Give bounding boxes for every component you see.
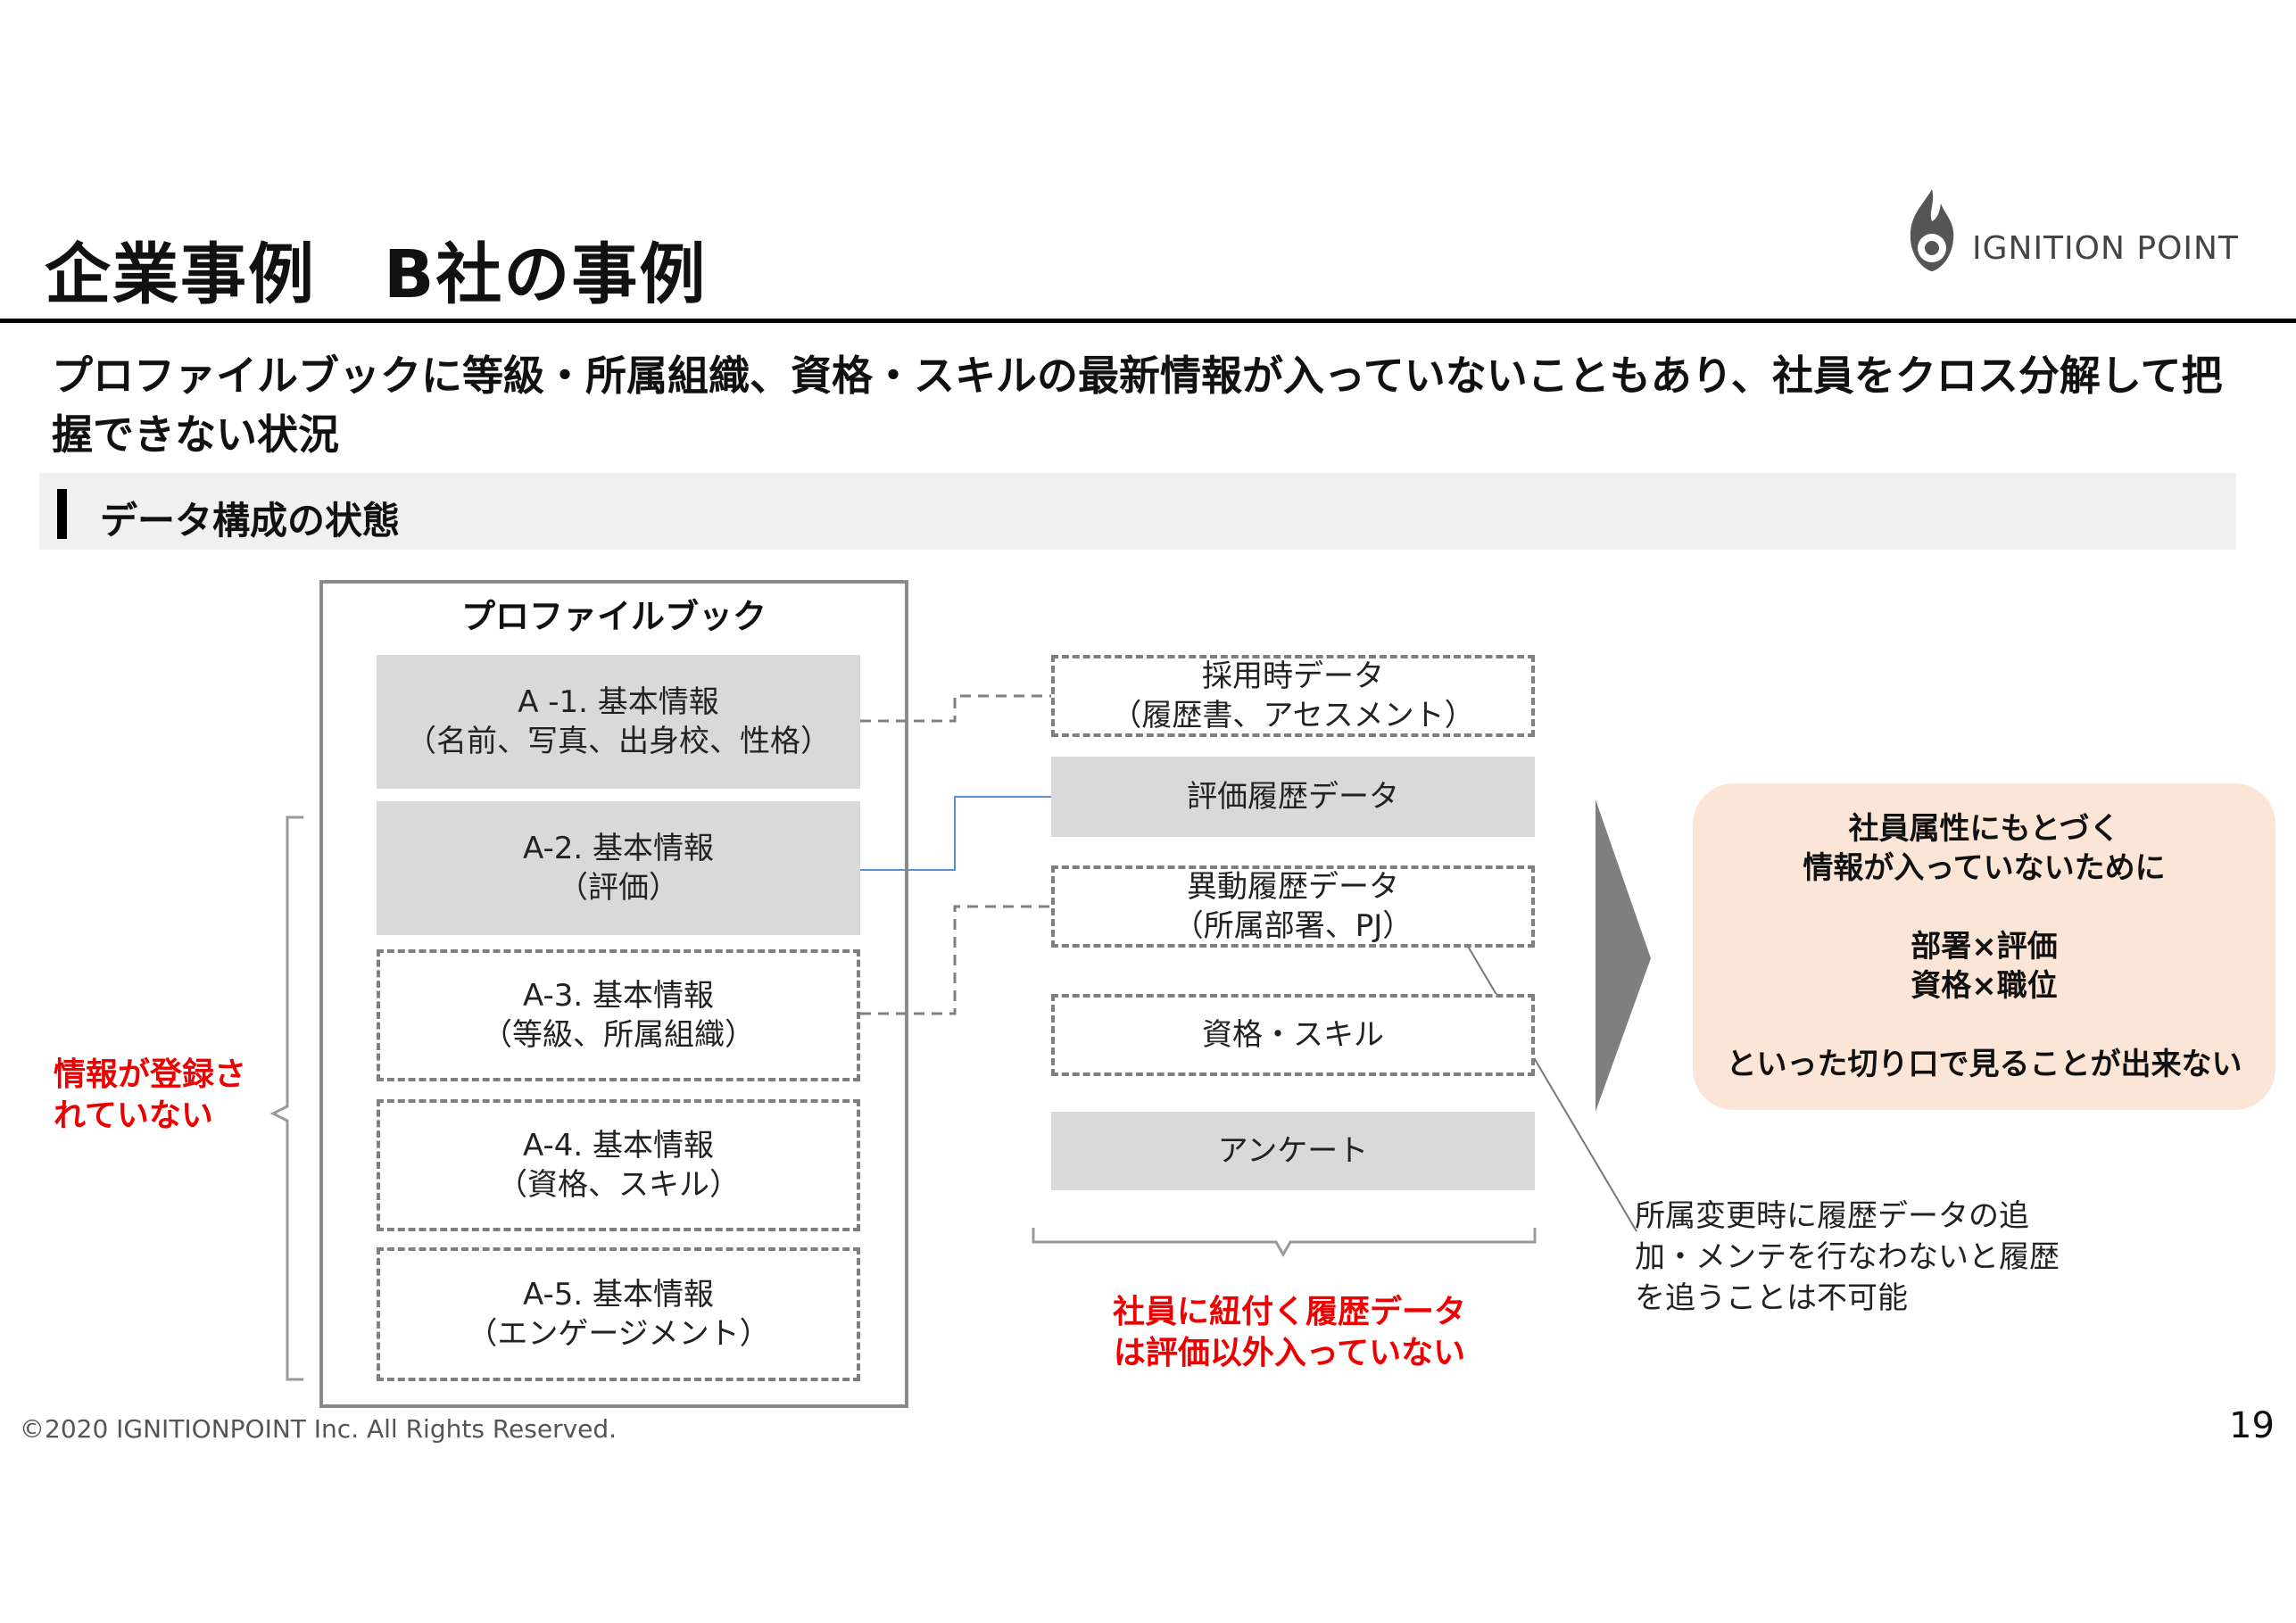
profile-item-detail: （資格、スキル） [497,1167,740,1203]
section-header [39,473,2236,550]
data-source-transfer: 異動履歴データ （所属部署、PJ） [1051,865,1535,948]
note-line: を追うことは不可能 [1635,1280,1908,1316]
data-source-label: 評価履歴データ [1187,779,1399,815]
brand-logo [1905,186,2235,284]
section-label: データ構成の状態 [100,499,401,542]
page-number: 19 [2229,1405,2275,1446]
copyright: ©2020 IGNITIONPOINT Inc. All Rights Rese… [20,1414,618,1444]
logo-text: IGNITION POINT [1972,230,2239,267]
arrow-right-icon [1596,799,1651,1112]
data-source-evaluation: 評価履歴データ [1051,757,1535,837]
conclusion-line: 部署×評価 [1911,929,2058,965]
profile-item-heading: A-5. 基本情報 [522,1277,715,1312]
note-line: 社員に紐付く履歴データ [1112,1294,1466,1330]
conclusion-line: 社員属性にもとづく [1848,811,2120,847]
data-source-qualification: 資格・スキル [1051,994,1535,1076]
section-marker [57,489,67,539]
conclusion-line: 資格×職位 [1911,968,2058,1004]
profile-book-title: プロファイルブック [460,597,767,636]
connector-a1-hiring [860,694,1051,723]
data-source-survey: アンケート [1051,1112,1535,1190]
note-line: れていない [54,1097,213,1134]
data-source-label: 資格・スキル [1202,1017,1384,1053]
profile-item-detail: （エンゲージメント） [467,1316,770,1352]
page-title: 企業事例 B社の事例 [45,236,708,313]
header-divider [0,319,2296,323]
data-source-hiring: 採用時データ （履歴書、アセスメント） [1051,655,1535,737]
profile-item-heading: A-4. 基本情報 [522,1128,715,1163]
profile-item-a1: A -1. 基本情報 （名前、写真、出身校、性格） [377,655,860,789]
profile-item-heading: A-2. 基本情報 [522,831,715,866]
data-source-label: 異動履歴データ [1187,869,1399,905]
callout-line [1457,929,1637,1232]
profile-item-detail: （評価） [558,870,679,906]
profile-item-a5: A-5. 基本情報 （エンゲージメント） [377,1247,860,1381]
transfer-history-note: 所属変更時に履歴データの追 加・メンテを行なわないと履歴 を追うことは不可能 [1635,1196,2134,1319]
bottom-brace [1032,1228,1537,1258]
conclusion-line: 情報が入っていないために [1803,850,2166,886]
profile-item-detail: （等級、所属組織） [482,1017,755,1053]
note-line: は評価以外入っていない [1113,1335,1466,1371]
data-source-detail: （履歴書、アセスメント） [1111,698,1475,733]
note-line: 情報が登録さ [54,1056,247,1093]
profile-item-heading: A-3. 基本情報 [522,978,715,1014]
conclusion-line: といった切り口で見ることが出来ない [1726,1047,2242,1082]
profile-item-a3: A-3. 基本情報 （等級、所属組織） [377,949,860,1081]
left-brace [269,816,303,1381]
profile-item-a4: A-4. 基本情報 （資格、スキル） [377,1099,860,1231]
note-line: 加・メンテを行なわないと履歴 [1635,1239,2060,1275]
conclusion-box: 社員属性にもとづく 情報が入っていないために 部署×評価 資格×職位 といった切… [1693,783,2275,1110]
connector-a3-transfer [860,905,1051,1015]
profile-book-frame [319,580,908,1408]
profile-item-heading: A -1. 基本情報 [518,684,719,720]
history-data-note: 社員に紐付く履歴データ は評価以外入っていない [1035,1292,1544,1374]
lead-statement: プロファイルブックに等級・所属組織、資格・スキルの最新情報が入っていないこともあ… [52,352,2223,459]
note-line: 所属変更時に履歴データの追 [1635,1198,2029,1234]
profile-item-detail: （名前、写真、出身校、性格） [406,724,831,759]
data-source-detail: （所属部署、PJ） [1173,908,1413,944]
data-source-label: アンケート [1217,1133,1369,1169]
data-source-label: 採用時データ [1202,658,1384,694]
unregistered-note: 情報が登録さ れていない [54,1055,246,1137]
profile-item-a2: A-2. 基本情報 （評価） [377,801,860,935]
flame-icon [1910,189,1954,271]
